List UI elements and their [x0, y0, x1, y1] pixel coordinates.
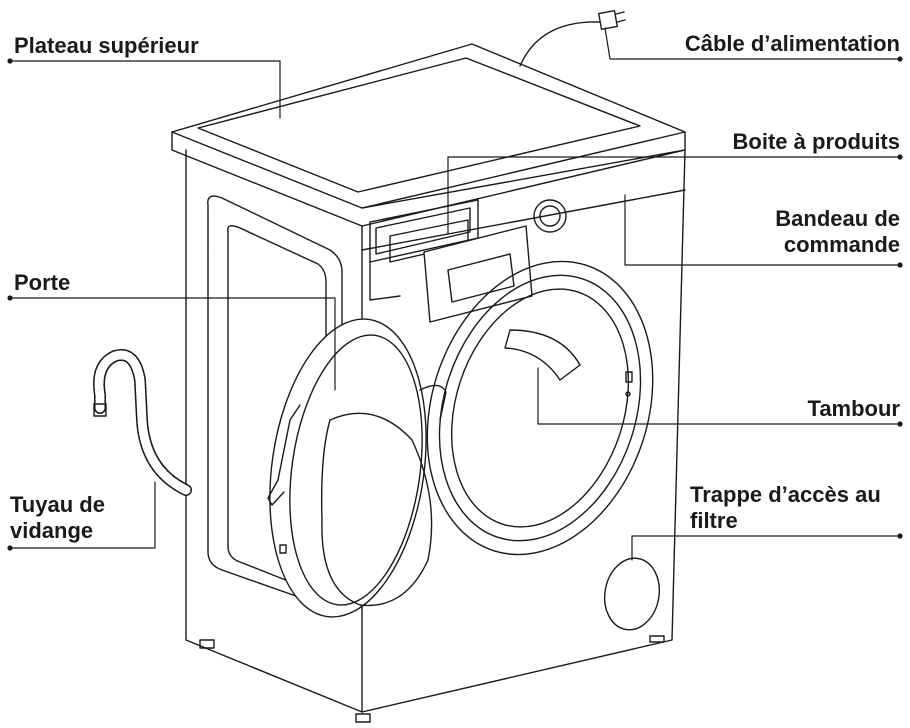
label-tambour: Tambour	[807, 396, 900, 421]
label-trappe-line1: Trappe d’accès au	[690, 482, 881, 507]
label-trappe-line2: filtre	[690, 508, 738, 533]
detergent-drawer	[369, 199, 533, 323]
label-trappe-filtre: Trappe d’accès au filtre	[690, 482, 881, 534]
label-tuyau-vidange: Tuyau de vidange	[10, 492, 105, 544]
label-cable-alimentation: Câble d’alimentation	[684, 31, 900, 56]
label-boite-produits: Boite à produits	[732, 129, 900, 154]
door	[267, 318, 447, 618]
drum-ring	[426, 260, 654, 556]
control-panel	[361, 149, 686, 251]
filter-hatch	[603, 557, 661, 631]
label-tuyau-line2: vidange	[10, 518, 94, 543]
label-porte: Porte	[14, 270, 71, 295]
machine-body	[171, 43, 686, 723]
power-cable	[519, 10, 626, 67]
label-bandeau-line2: commande	[783, 232, 900, 257]
label-bandeau-line1: Bandeau de	[775, 206, 900, 231]
label-tuyau-line1: Tuyau de	[10, 492, 105, 517]
label-bandeau-commande: Bandeau de commande	[775, 206, 900, 258]
drain-hose	[93, 349, 192, 496]
leader-dots	[7, 56, 903, 551]
leader-lines	[9, 27, 901, 561]
label-plateau-superieur: Plateau supérieur	[14, 33, 199, 58]
